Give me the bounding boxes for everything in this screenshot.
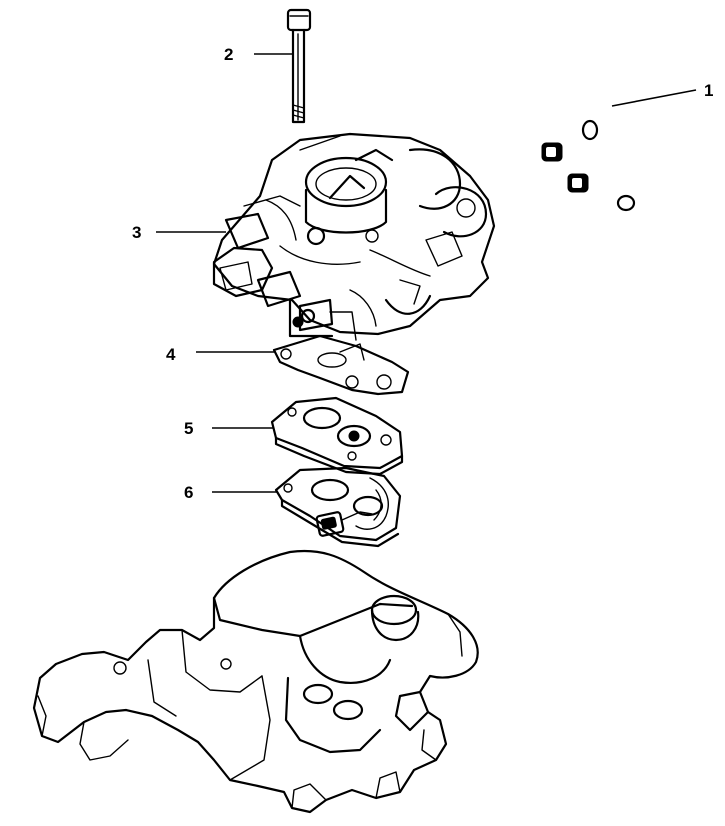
callout-2: 2 [224, 45, 292, 64]
part-bolt [286, 8, 312, 124]
callout-label-5: 5 [184, 419, 193, 438]
part-heater-plate [274, 466, 402, 548]
callout-label-3: 3 [132, 223, 141, 242]
callout-6: 6 [184, 483, 278, 502]
part-hose [581, 101, 688, 212]
part-clamp-lower [567, 173, 589, 193]
part-insulator [270, 396, 404, 476]
part-carburetor [212, 132, 496, 341]
callout-4: 4 [166, 345, 276, 364]
callout-label-6: 6 [184, 483, 193, 502]
part-clamp-upper [541, 142, 563, 162]
callout-1: 1 [611, 81, 713, 107]
part-gasket [272, 334, 410, 396]
callout-label-4: 4 [166, 345, 176, 364]
part-intake-manifold [32, 549, 479, 814]
callout-3: 3 [132, 223, 226, 242]
callout-5: 5 [184, 419, 274, 438]
callout-label-2: 2 [224, 45, 233, 64]
callout-label-1: 1 [704, 81, 713, 100]
